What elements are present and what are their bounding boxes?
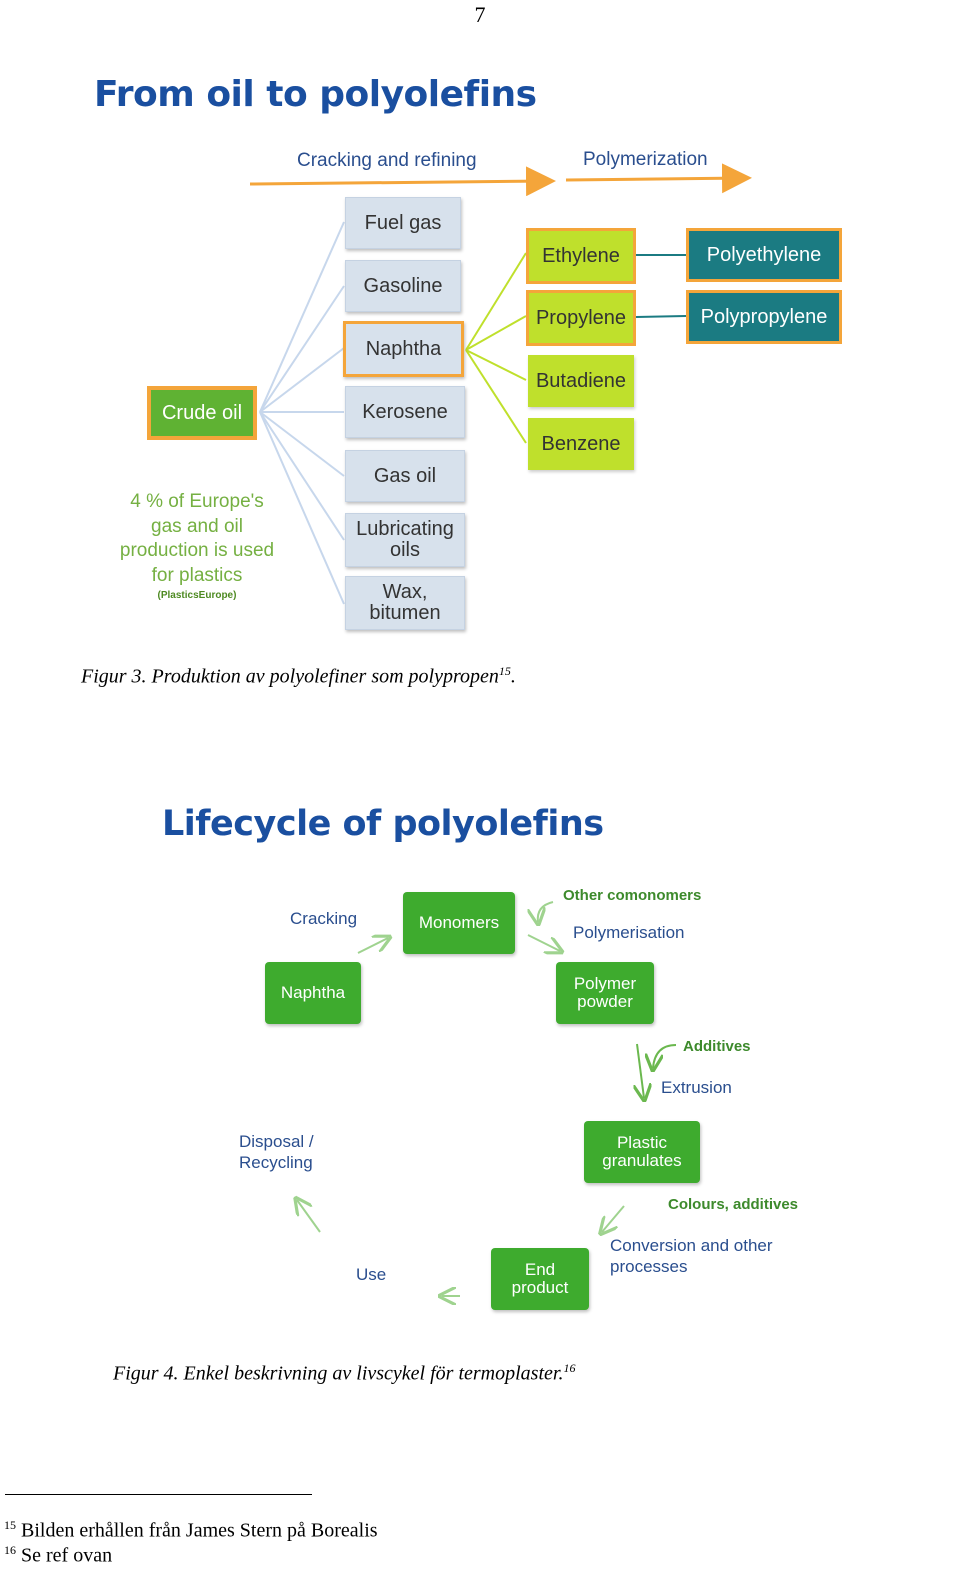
figure3-caption: Figur 3. Produktion av polyolefiner som … xyxy=(81,664,516,689)
arrow-powder-to-granulates xyxy=(637,1043,644,1098)
lifecycle-end-product-box: End product xyxy=(491,1248,589,1310)
arrow-naphtha-to-monomers xyxy=(357,938,388,954)
figure4-caption: Figur 4. Enkel beskrivning av livscykel … xyxy=(113,1361,575,1386)
product-wax-bitumen: Wax, bitumen xyxy=(345,576,465,630)
lifecycle-naphtha-box: Naphtha xyxy=(265,962,361,1024)
crude-oil-box: Crude oil xyxy=(147,386,257,440)
figure3-caption-ref: 15 xyxy=(498,664,511,678)
lifecycle-polymer-powder-box: Polymer powder xyxy=(556,962,654,1024)
label-cracking: Cracking xyxy=(290,909,358,928)
page-number: 7 xyxy=(474,2,486,27)
stage-cracking-label: Cracking and refining xyxy=(297,150,477,171)
monomers-to-polymers-lines xyxy=(635,254,687,318)
label-use: Use xyxy=(356,1265,387,1284)
label-additives: Additives xyxy=(683,1038,751,1055)
monomer-benzene: Benzene xyxy=(528,418,634,470)
arrow-other-comonomers xyxy=(538,901,554,922)
figure3-connectors xyxy=(249,163,752,605)
polymer-polypropylene: Polypropylene xyxy=(686,290,842,344)
product-gasoline: Gasoline xyxy=(345,260,461,312)
figure3-caption-text: Figur 3. Produktion av polyolefiner som … xyxy=(81,665,499,688)
label-conversion: Conversion and other processes xyxy=(610,1236,773,1277)
plastics-share-note: 4 % of Europe's gas and oil production i… xyxy=(116,490,278,602)
monomer-propylene: Propylene xyxy=(526,290,636,346)
monomer-ethylene: Ethylene xyxy=(526,228,636,284)
lifecycle-monomers-box: Monomers xyxy=(403,892,515,954)
label-other-comonomers: Other comonomers xyxy=(563,887,702,904)
figure3-caption-end: . xyxy=(510,665,516,688)
arrow-monomers-to-polymer xyxy=(527,934,560,951)
footnote-15: 15 Bilden erhållen från James Stern på B… xyxy=(4,1518,378,1543)
figure4-title: Lifecycle of polyolefins xyxy=(162,804,604,844)
lifecycle-plastic-granulates-box: Plastic granulates xyxy=(584,1121,700,1183)
plastics-share-source: (PlasticsEurope) xyxy=(157,589,237,601)
arrow-granulates-to-end xyxy=(602,1205,625,1232)
figure4-arrows xyxy=(0,901,677,1340)
plastics-share-text: 4 % of Europe's gas and oil production i… xyxy=(119,491,275,587)
footnote-16-text: Se ref ovan xyxy=(21,1544,113,1567)
footnote-15-number: 15 xyxy=(4,1518,16,1532)
product-naphtha: Naphtha xyxy=(343,321,464,377)
footnote-15-text: Bilden erhållen från James Stern på Bore… xyxy=(21,1519,378,1542)
footnote-16-number: 16 xyxy=(4,1543,16,1557)
figure4-caption-text: Figur 4. Enkel beskrivning av livscykel … xyxy=(113,1362,564,1385)
footnote-separator xyxy=(5,1494,312,1495)
monomer-butadiene: Butadiene xyxy=(528,355,634,407)
product-lubricating-oils: Lubricating oils xyxy=(345,513,465,567)
stage-polymerization-label: Polymerization xyxy=(583,149,708,170)
product-fuel-gas: Fuel gas xyxy=(345,197,461,249)
arrow-additives xyxy=(653,1044,677,1068)
polymer-polyethylene: Polyethylene xyxy=(686,228,842,282)
cracking-arrow xyxy=(249,166,556,197)
label-disposal-recycling: Disposal / Recycling xyxy=(239,1132,314,1173)
label-extrusion: Extrusion xyxy=(661,1078,732,1097)
figure4-caption-ref: 16 xyxy=(563,1361,576,1375)
arrow-use-to-disposal xyxy=(297,1200,321,1233)
figure3-title: From oil to polyolefins xyxy=(94,74,537,115)
product-kerosene: Kerosene xyxy=(345,386,465,438)
footnote-16: 16 Se ref ovan xyxy=(4,1543,112,1568)
label-colours-additives: Colours, additives xyxy=(668,1196,799,1213)
crude-to-products-lines xyxy=(259,221,345,605)
polymerization-arrow xyxy=(565,163,752,194)
label-polymerisation: Polymerisation xyxy=(573,923,685,942)
naphtha-to-monomers-lines xyxy=(465,252,527,444)
product-gas-oil: Gas oil xyxy=(345,450,465,502)
